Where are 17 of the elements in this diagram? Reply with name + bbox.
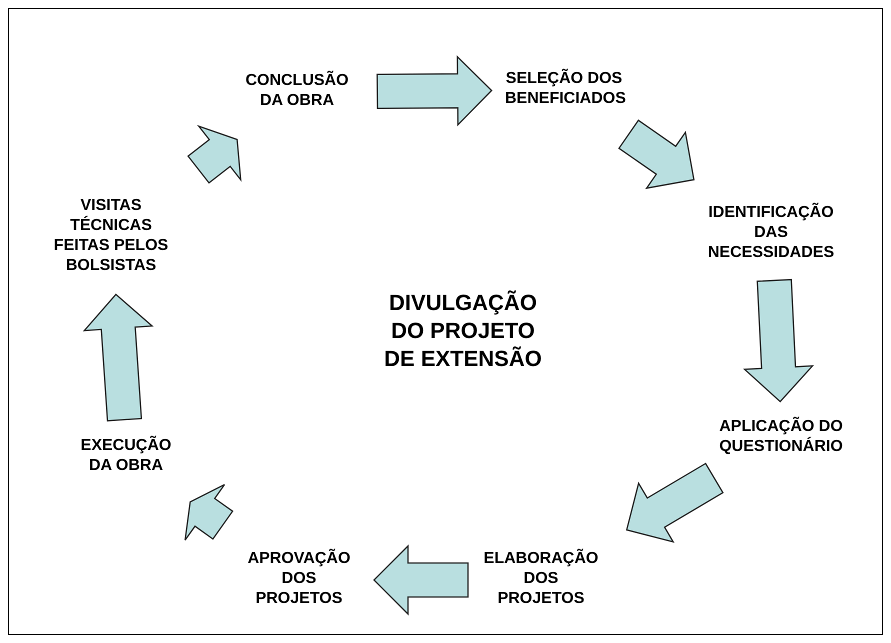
block-arrow: [743, 278, 814, 403]
block-arrow: [373, 544, 469, 616]
step-label: CONCLUSÃO DA OBRA: [232, 71, 362, 111]
central-title: DIVULGAÇÃO DO PROJETO DE EXTENSÃO: [383, 289, 543, 373]
step-label: APLICAÇÃO DO QUESTIONÁRIO: [718, 417, 844, 457]
step-label: EXECUÇÃO DA OBRA: [71, 436, 181, 476]
step-label: APROVAÇÃO DOS PROJETOS: [239, 549, 359, 609]
block-arrow: [187, 124, 242, 184]
block-arrow: [626, 462, 724, 543]
block-arrow: [376, 55, 493, 126]
step-label: IDENTIFICAÇÃO DAS NECESSIDADES: [696, 203, 846, 263]
step-label: ELABORAÇÃO DOS PROJETOS: [481, 549, 601, 609]
step-label: VISITAS TÉCNICAS FEITAS PELOS BOLSISTAS: [41, 196, 181, 276]
step-label: SELEÇÃO DOS BENEFICIADOS: [505, 69, 623, 109]
block-arrow: [184, 484, 234, 541]
block-arrow: [618, 119, 695, 190]
block-arrow: [82, 293, 154, 422]
